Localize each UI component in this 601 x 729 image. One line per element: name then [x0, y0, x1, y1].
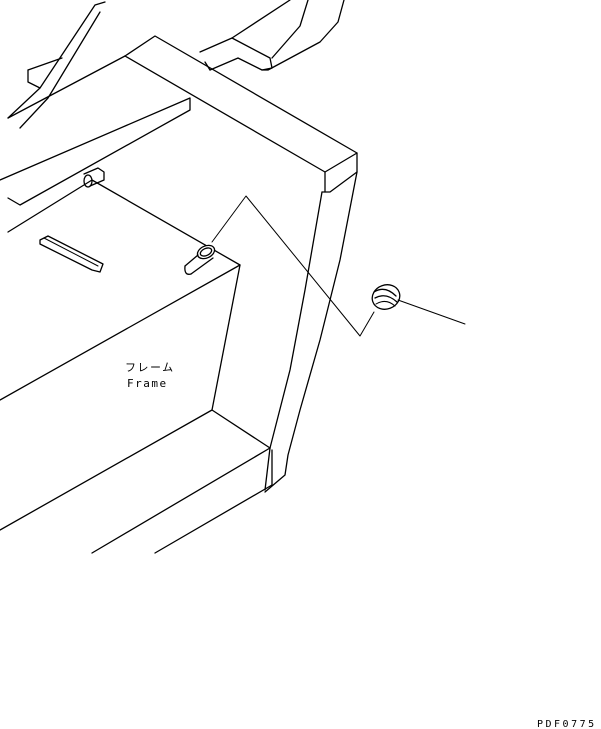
frame-label-ja: フレーム	[125, 361, 175, 374]
frame-label-en: Frame	[127, 377, 168, 390]
pin	[83, 167, 105, 188]
fitting	[184, 244, 216, 275]
leader-lines	[211, 195, 466, 337]
top-bracket	[199, 0, 345, 71]
upper-arm	[7, 1, 106, 129]
frame-box	[0, 179, 273, 554]
drawing-code: PDF0775	[537, 719, 597, 729]
plug-part	[371, 284, 401, 310]
frame-right-leg	[264, 171, 358, 493]
plate	[39, 235, 104, 273]
frame-top-beam	[0, 35, 358, 206]
